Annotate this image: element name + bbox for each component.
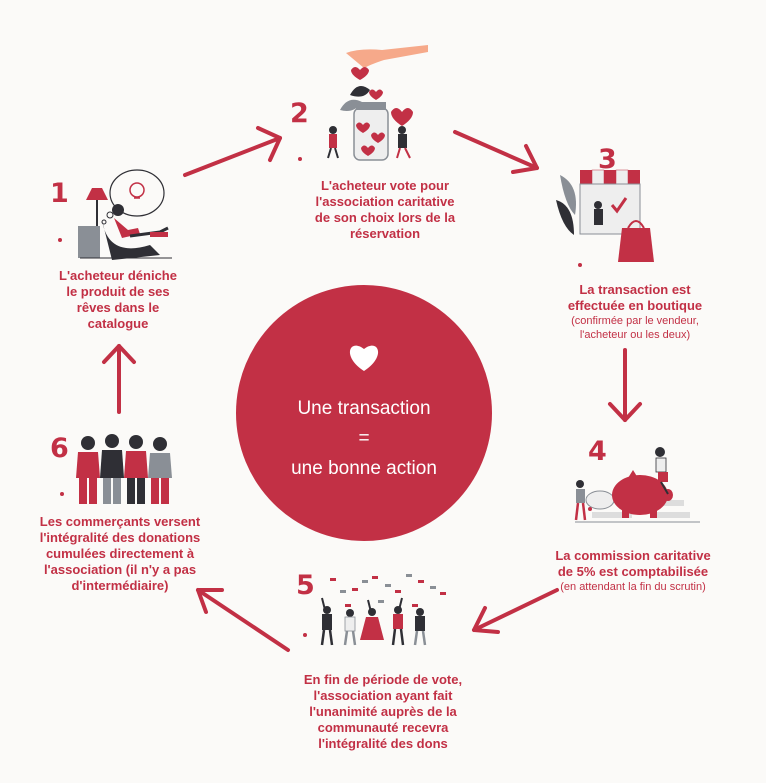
step-1-text: L'acheteur déniche le produit de ses rêv…	[38, 268, 198, 332]
step-5-text: En fin de période de vote, l'association…	[278, 672, 488, 752]
people-celebrating-illustration	[320, 574, 446, 646]
piggy-bank-illustration	[574, 447, 700, 523]
step-5-line: communauté recevra	[317, 720, 449, 735]
step-6-line: l'association (il n'y a pas	[43, 562, 197, 577]
arrow-4-to-5	[472, 588, 559, 634]
heart-icon	[349, 345, 379, 371]
step-4-subline: (en attendant la fin du scrutin)	[560, 581, 706, 593]
arrow-6-to-1	[102, 344, 136, 414]
step-5-line: l'association ayant fait	[313, 688, 453, 703]
step-6-number: 6	[50, 433, 69, 464]
bullet-dot	[588, 507, 592, 511]
step-1-line: L'acheteur déniche	[59, 268, 177, 283]
step-6-line: cumulées directement à	[45, 546, 195, 561]
step-3-line: La transaction est	[579, 282, 691, 297]
step-1-number: 1	[50, 178, 69, 209]
step-3-line: effectuée en boutique	[567, 298, 703, 313]
arrow-1-to-2	[183, 126, 282, 177]
step-6-line: Les commerçants versent	[39, 514, 201, 529]
step-5-line: En fin de période de vote,	[303, 672, 463, 687]
hearts-jar-illustration	[327, 45, 428, 161]
center-line-3: une bonne action	[291, 458, 437, 479]
bullet-dot	[578, 263, 582, 267]
step-4-line: La commission caritative	[555, 548, 711, 563]
step-4-number: 4	[588, 436, 607, 467]
bullet-dot	[60, 492, 64, 496]
step-2-line: de son choix lors de la	[314, 210, 456, 225]
step-5-number: 5	[296, 570, 315, 601]
step-3-subline: (confirmée par le vendeur,	[571, 315, 699, 327]
center-line-2: =	[358, 428, 370, 449]
step-3-number: 3	[598, 144, 617, 175]
arrow-3-to-4	[608, 348, 642, 422]
bullet-dot	[58, 238, 62, 242]
arrow-2-to-3	[453, 130, 539, 174]
step-1-line: le produit de ses	[66, 284, 170, 299]
woman-reading-lamp-illustration	[78, 169, 172, 260]
step-2-line: l'association caritative	[315, 194, 455, 209]
bullet-dot	[303, 633, 307, 637]
bullet-dot	[298, 157, 302, 161]
step-6-line: l'intégralité des donations	[39, 530, 201, 545]
step-5-line: l'unanimité auprès de la	[309, 704, 457, 719]
step-2-number: 2	[290, 98, 309, 129]
step-2-line: L'acheteur vote pour	[320, 178, 450, 193]
center-line-1: Une transaction	[297, 398, 431, 419]
group-hug-illustration	[76, 434, 172, 504]
step-3-subline: l'acheteur ou les deux)	[579, 329, 691, 341]
step-3-text: La transaction est effectuée en boutique…	[540, 282, 730, 342]
step-2-line: réservation	[349, 226, 421, 241]
step-5-line: l'intégralité des dons	[318, 736, 448, 751]
shop-stall-illustration	[556, 169, 654, 262]
arrow-5-to-6	[196, 588, 290, 652]
step-6-line: d'intermédiaire)	[71, 578, 169, 593]
step-2-text: L'acheteur vote pour l'association carit…	[285, 178, 485, 242]
step-6-text: Les commerçants versent l'intégralité de…	[30, 514, 210, 594]
step-1-line: rêves dans le	[76, 300, 160, 315]
step-4-text: La commission caritative de 5% est compt…	[533, 548, 733, 594]
step-4-line: de 5% est comptabilisée	[557, 564, 709, 579]
center-circle: Une transaction = une bonne action	[236, 285, 492, 541]
step-1-line: catalogue	[87, 316, 149, 331]
